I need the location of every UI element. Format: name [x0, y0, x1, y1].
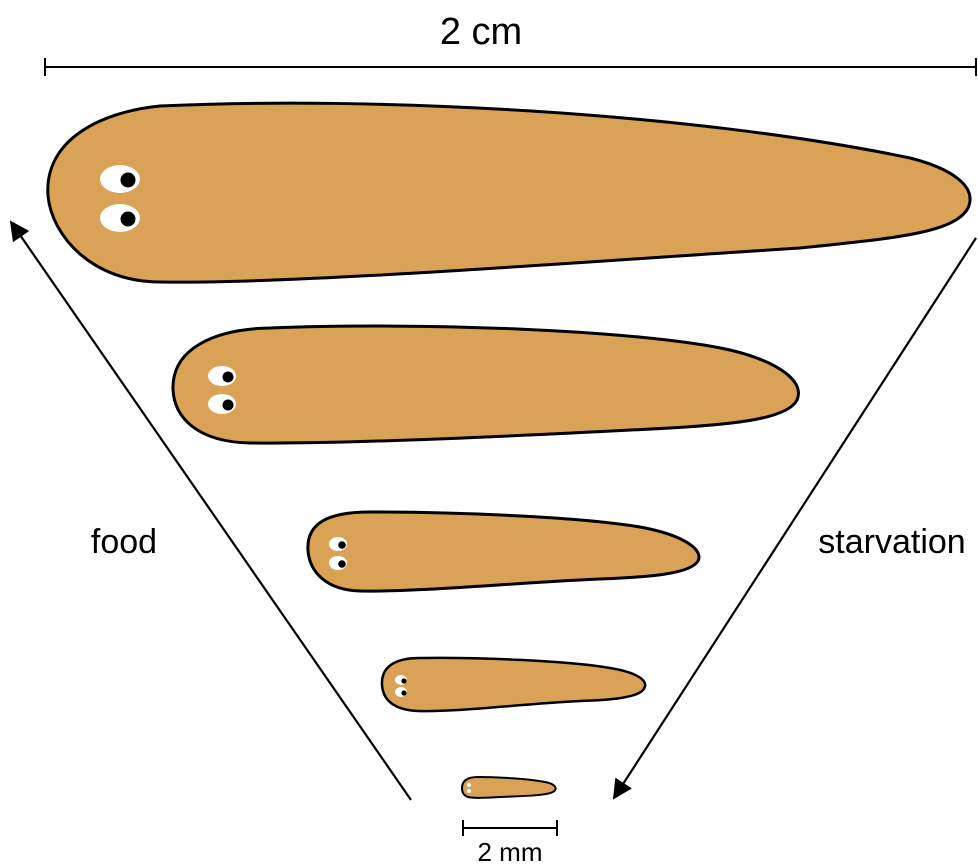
pupil-icon: [338, 541, 346, 549]
pupil-icon: [338, 560, 346, 568]
eye-white-icon: [467, 783, 471, 787]
planarian-medium: [308, 512, 699, 591]
pupil-icon: [223, 372, 234, 383]
planarian-body: [173, 326, 798, 443]
starvation-label: starvation: [818, 523, 965, 561]
planarian-small: [382, 658, 645, 711]
food-arrow: [11, 222, 411, 800]
scale-bar-2cm: 2 cm: [45, 11, 976, 76]
planarian-body: [308, 512, 699, 591]
pupil-icon: [401, 690, 406, 695]
pupil-icon: [121, 173, 136, 188]
planarian-body: [48, 103, 970, 282]
planarian-large: [173, 326, 798, 443]
food-label: food: [91, 523, 157, 561]
pupil-icon: [401, 678, 406, 683]
planarian-body: [382, 658, 645, 711]
pupil-icon: [223, 400, 234, 411]
planarian-smallest: [462, 777, 556, 798]
planarian-largest: [48, 103, 970, 282]
scale-label-2mm: 2 mm: [478, 837, 543, 867]
scale-bar-2mm: 2 mm: [463, 820, 557, 867]
scale-label-2cm: 2 cm: [440, 11, 522, 53]
planarian-body: [462, 777, 556, 798]
pupil-icon: [121, 212, 136, 227]
eye-white-icon: [467, 789, 471, 793]
starvation-arrow: [614, 238, 976, 798]
